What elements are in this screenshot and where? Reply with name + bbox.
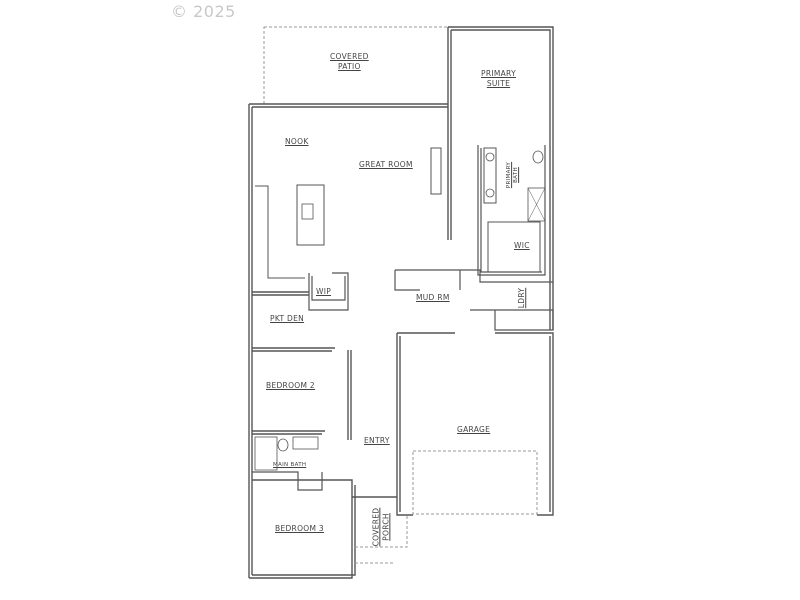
label-pkt-den: PKT DEN — [270, 314, 305, 323]
laundry-wall — [470, 309, 554, 331]
label-covered-porch-line2: PORCH — [381, 513, 391, 541]
label-wip: WIP — [316, 287, 332, 296]
bedroom3-wall — [249, 479, 356, 579]
label-mud-rm: MUD RM — [416, 293, 450, 302]
hall-wall — [347, 350, 352, 440]
sink — [301, 203, 314, 220]
label-covered-patio: COVERED PATIO — [330, 52, 369, 72]
wic-wall — [487, 221, 541, 273]
label-bedroom-3: BEDROOM 3 — [275, 524, 325, 533]
label-bedroom-2: BEDROOM 2 — [266, 381, 316, 390]
garage-door-outline — [412, 450, 538, 515]
label-wic: WIC — [514, 241, 530, 250]
main-bath-vanity — [292, 436, 319, 450]
north-wall — [249, 103, 448, 108]
bedroom2-south-wall — [252, 430, 325, 435]
shower — [527, 187, 546, 222]
tub — [254, 436, 278, 471]
garage-wall — [396, 332, 554, 516]
fireplace — [430, 147, 442, 195]
label-ldry: LDRY — [517, 287, 527, 309]
primary-suite-west-wall — [447, 27, 452, 240]
main-bath-wall — [252, 471, 323, 491]
label-primary-bath-line2: BATH — [513, 167, 520, 183]
mud-room-wall — [394, 269, 553, 291]
label-primary-bath-line1: PRIMARY — [506, 161, 513, 189]
label-covered-patio-line2: PATIO — [337, 62, 361, 71]
pantry-wall — [308, 272, 349, 311]
den-north-wall — [252, 291, 309, 296]
label-great-room: GREAT ROOM — [359, 160, 413, 169]
label-primary-suite-line1: PRIMARY — [481, 69, 516, 78]
double-vanity — [483, 147, 497, 204]
copyright-watermark: © 2025 — [171, 2, 236, 21]
label-main-bath: MAIN BATH — [273, 462, 307, 468]
label-primary-suite: PRIMARY SUITE — [481, 69, 516, 89]
primary-suite-wall — [448, 26, 554, 330]
label-primary-suite-line2: SUITE — [486, 79, 511, 88]
label-primary-bath: PRIMARY BATH — [506, 162, 520, 188]
kitchen-island — [296, 184, 325, 246]
covered-porch-outline — [355, 515, 408, 564]
main-bath-toilet — [277, 438, 289, 452]
label-nook: NOOK — [285, 137, 309, 146]
label-covered-patio-line1: COVERED — [330, 52, 369, 61]
toilet — [532, 150, 544, 164]
label-entry: ENTRY — [364, 436, 390, 445]
bedroom2-north-wall — [252, 347, 335, 352]
label-garage: GARAGE — [457, 425, 491, 434]
west-wall — [248, 104, 253, 578]
label-covered-porch: COVERED PORCH — [371, 508, 391, 547]
label-covered-porch-line1: COVERED — [371, 507, 381, 547]
